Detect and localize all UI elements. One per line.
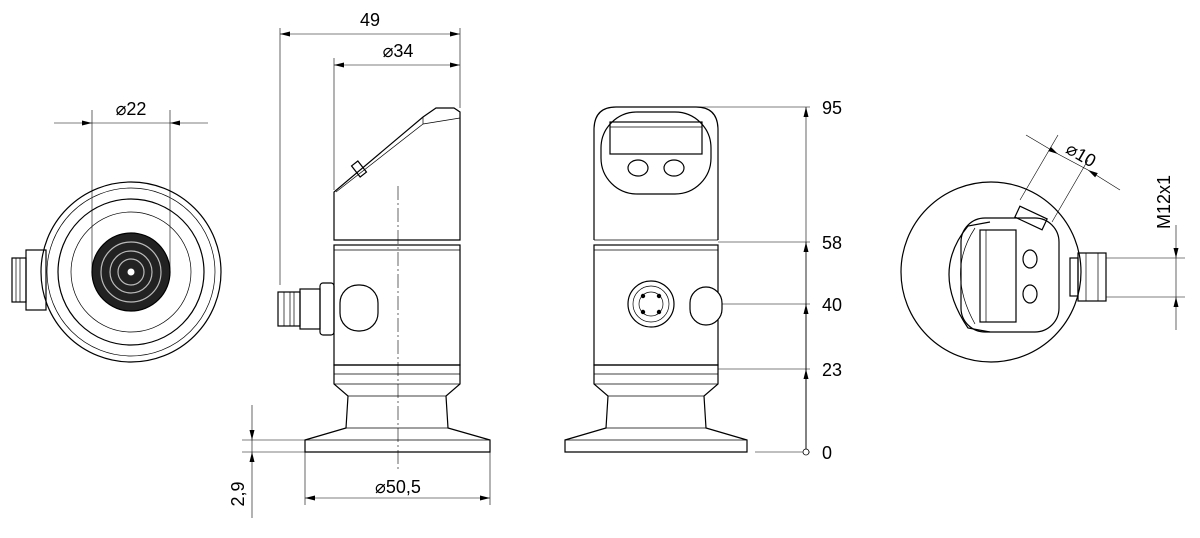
connector-sleeve bbox=[299, 288, 321, 330]
button-side bbox=[350, 160, 368, 178]
dim-connector-diameter: ⌀10 bbox=[1063, 138, 1100, 171]
dim-flange-diameter: ⌀50,5 bbox=[375, 477, 421, 497]
top-key-up bbox=[1022, 249, 1038, 269]
top-outer-circle bbox=[900, 181, 1082, 363]
top-key-down bbox=[1022, 284, 1038, 304]
height-0: 0 bbox=[822, 443, 832, 463]
side-view: 49 ⌀34 ⌀50,5 2,9 bbox=[228, 10, 491, 518]
dim-front-sensor-diameter: ⌀22 bbox=[116, 99, 147, 119]
height-95: 95 bbox=[822, 98, 842, 118]
top-connector-nut bbox=[1077, 252, 1107, 302]
top-connector-base bbox=[1069, 257, 1079, 297]
key-right bbox=[663, 159, 685, 177]
dim-connector-thread: M12x1 bbox=[1154, 175, 1174, 229]
m12-socket bbox=[627, 280, 675, 328]
clamp-flange bbox=[304, 364, 491, 453]
dim-housing-diameter: ⌀34 bbox=[383, 41, 414, 61]
top-side-button bbox=[1014, 205, 1048, 231]
top-display-plate bbox=[960, 217, 1060, 333]
cable-connector-stub bbox=[11, 257, 27, 303]
m12-plug bbox=[277, 291, 301, 327]
display-window bbox=[609, 121, 703, 155]
top-display-window bbox=[979, 229, 1017, 323]
connector-body bbox=[25, 249, 47, 311]
top-view: ⌀10 M12x1 bbox=[900, 134, 1185, 363]
connector-nut bbox=[319, 282, 335, 336]
front-clamp-flange bbox=[564, 364, 748, 453]
front-view: 95 58 40 23 0 bbox=[564, 98, 842, 463]
front-side-button bbox=[689, 286, 723, 326]
bottom-view: ⌀22 bbox=[11, 99, 222, 363]
height-23: 23 bbox=[822, 360, 842, 380]
dim-overall-depth: 49 bbox=[360, 10, 380, 30]
display-bezel bbox=[600, 111, 712, 195]
top-display-arc bbox=[948, 221, 991, 333]
outer-housing-circle bbox=[40, 181, 222, 363]
display-head bbox=[333, 107, 461, 241]
key-left bbox=[627, 159, 649, 177]
height-40: 40 bbox=[822, 295, 842, 315]
side-button bbox=[339, 284, 379, 332]
dim-flange-thickness: 2,9 bbox=[228, 481, 248, 506]
height-58: 58 bbox=[822, 233, 842, 253]
